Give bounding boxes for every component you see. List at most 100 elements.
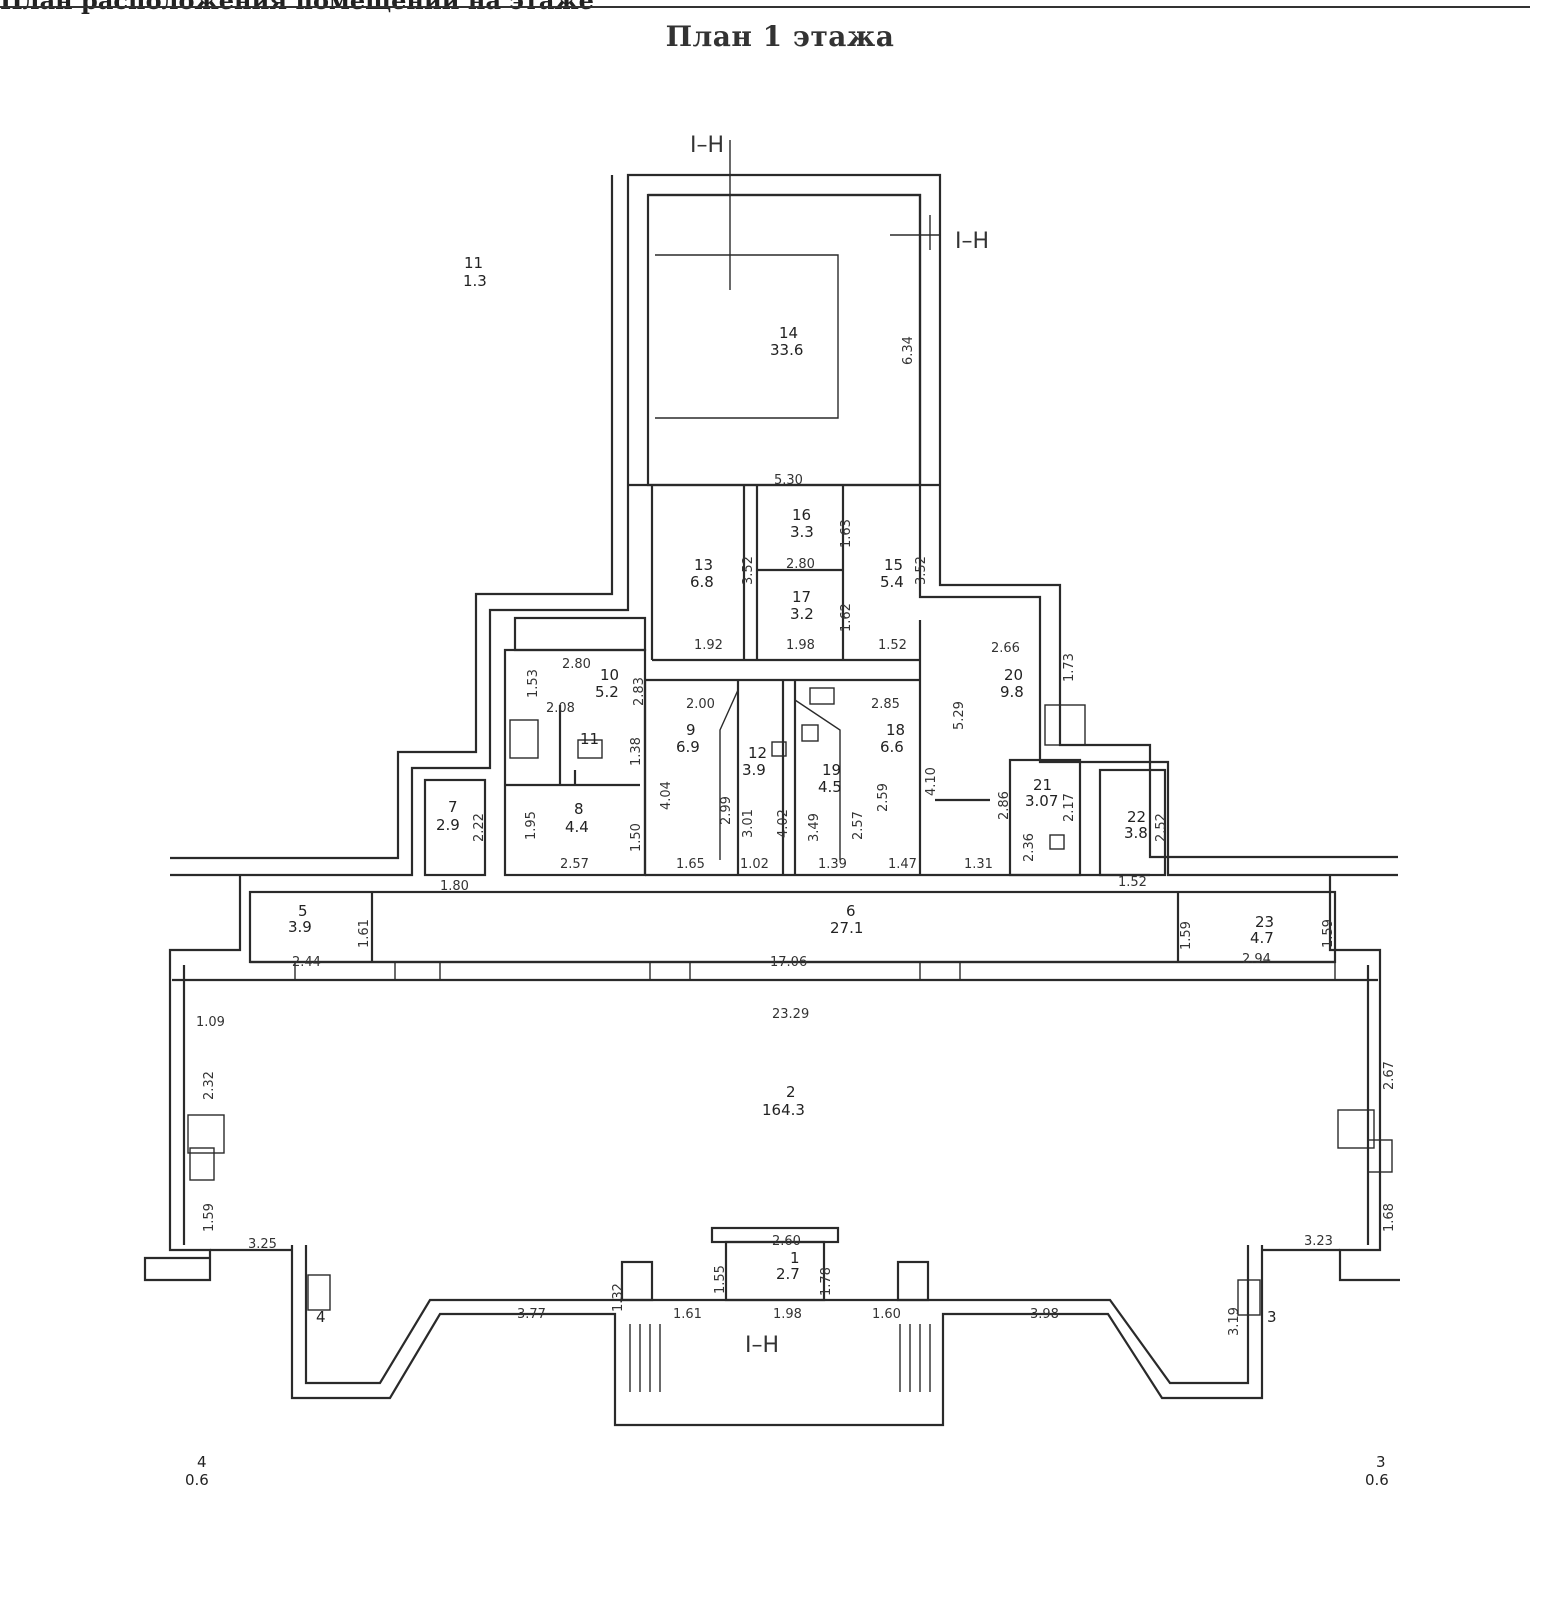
dimension-label: 2.17: [1062, 793, 1077, 822]
dimension-label: 2.99: [719, 796, 734, 825]
svg-text:20: 20: [1004, 666, 1023, 684]
svg-text:7: 7: [448, 798, 458, 816]
dimension-label: 2.66: [991, 641, 1020, 656]
dimension-label: 2.80: [786, 557, 815, 572]
dimension-label: 1.61: [673, 1307, 702, 1322]
dimension-label: 1.59: [1179, 921, 1194, 950]
svg-text:19: 19: [822, 761, 841, 779]
dimension-label: 3.98: [1030, 1307, 1059, 1322]
dimension-label: 2.85: [871, 697, 900, 712]
svg-text:4.5: 4.5: [818, 778, 842, 796]
svg-text:23: 23: [1255, 913, 1274, 931]
dimension-label: 3.52: [741, 556, 756, 585]
svg-text:11: 11: [464, 254, 483, 272]
svg-text:3.2: 3.2: [790, 605, 814, 623]
dimension-label: 1.92: [694, 638, 723, 653]
room-label: 155.4: [880, 556, 904, 591]
room-label: 209.8: [1000, 666, 1024, 701]
dimension-label: 2.52: [1154, 813, 1169, 842]
dimension-label: 2.32: [202, 1071, 217, 1100]
dimension-label: 3.25: [248, 1237, 277, 1252]
dimension-label: 3.23: [1304, 1234, 1333, 1249]
dimension-label: 1.80: [440, 879, 469, 894]
svg-text:3.8: 3.8: [1124, 824, 1148, 842]
room-label: 223.8: [1124, 808, 1148, 842]
svg-text:21: 21: [1033, 776, 1052, 794]
dimension-label: 4.02: [776, 809, 791, 838]
dimension-label: 4.04: [659, 781, 674, 810]
svg-text:33.6: 33.6: [770, 341, 803, 359]
dimension-label: 1.95: [524, 811, 539, 840]
room-label: 136.8: [690, 556, 714, 591]
middle-rooms-walls: [423, 616, 1167, 877]
dimension-label: 1.31: [964, 857, 993, 872]
svg-text:8: 8: [574, 800, 584, 818]
svg-text:3: 3: [1267, 1308, 1277, 1326]
dimension-label: 2.36: [1022, 833, 1037, 862]
main-hall-fixtures: [187, 1109, 1393, 1392]
room-label: 234.7: [1250, 913, 1274, 947]
dimension-label: 3.01: [741, 809, 756, 838]
svg-text:3.9: 3.9: [742, 761, 766, 779]
dimension-label: 4.10: [924, 767, 939, 796]
svg-text:3.07: 3.07: [1025, 792, 1058, 810]
dimension-label: 2.22: [472, 813, 487, 842]
room-label: 213.07: [1025, 776, 1058, 810]
dimension-label: 2.57: [851, 811, 866, 840]
dimension-label: 1.60: [872, 1307, 901, 1322]
svg-text:16: 16: [792, 506, 811, 524]
dimension-label: 3.49: [807, 813, 822, 842]
svg-text:5.4: 5.4: [880, 573, 904, 591]
room-label: 173.2: [790, 588, 814, 623]
svg-text:164.3: 164.3: [762, 1101, 805, 1119]
svg-text:14: 14: [779, 324, 798, 342]
svg-text:4.7: 4.7: [1250, 929, 1274, 947]
dimension-label: 3.52: [914, 556, 929, 585]
dimension-label: 1.39: [818, 857, 847, 872]
dimension-label: 1.98: [786, 638, 815, 653]
room-label: 163.3: [790, 506, 814, 541]
room-label: 30.6: [1365, 1453, 1389, 1489]
room-label: 84.4: [565, 800, 589, 836]
top-wing-walls: [628, 140, 940, 662]
room-label: 111.3: [463, 254, 487, 290]
room-label: 72.9: [436, 798, 460, 834]
dimension-label: 1.63: [839, 519, 854, 548]
room-label: 627.1: [830, 902, 863, 937]
svg-text:6.6: 6.6: [880, 738, 904, 756]
dimension-label: 1.52: [1118, 875, 1147, 890]
dimension-label: 1.68: [1382, 1203, 1397, 1232]
room-label-small: 3: [1267, 1308, 1277, 1326]
dimension-label: 1.32: [611, 1283, 626, 1312]
dimension-label: 23.29: [772, 1007, 809, 1022]
svg-text:5: 5: [298, 902, 308, 920]
dimension-label: 2.08: [546, 701, 575, 716]
svg-text:1: 1: [790, 1249, 800, 1267]
dimension-label: 2.44: [292, 955, 321, 970]
svg-text:12: 12: [748, 744, 767, 762]
dimension-label: 1.59: [202, 1203, 217, 1232]
room-label: 53.9: [288, 902, 312, 936]
plan-title: План 1 этажа: [665, 20, 895, 53]
svg-text:18: 18: [886, 721, 905, 739]
dimension-label: 5.30: [774, 473, 803, 488]
room-label-small: 4: [316, 1308, 326, 1326]
svg-text:3: 3: [1376, 1453, 1386, 1471]
dimension-label: 1.62: [839, 603, 854, 632]
dimension-label: 2.59: [876, 783, 891, 812]
dimension-labels: 6.34 5.30 3.52 1.63 2.80 3.52 1.62 1.92 …: [196, 336, 1397, 1336]
dimension-label: 3.77: [517, 1307, 546, 1322]
dimension-label: 2.80: [562, 657, 591, 672]
svg-text:27.1: 27.1: [830, 919, 863, 937]
section-marks: I–H I–H I–H: [690, 133, 989, 1358]
room-label: 123.9: [742, 744, 767, 779]
svg-text:0.6: 0.6: [185, 1471, 209, 1489]
room-label: 96.9: [676, 721, 700, 756]
svg-text:13: 13: [694, 556, 713, 574]
svg-text:4: 4: [197, 1453, 207, 1471]
dimension-label: 5.29: [952, 701, 967, 730]
